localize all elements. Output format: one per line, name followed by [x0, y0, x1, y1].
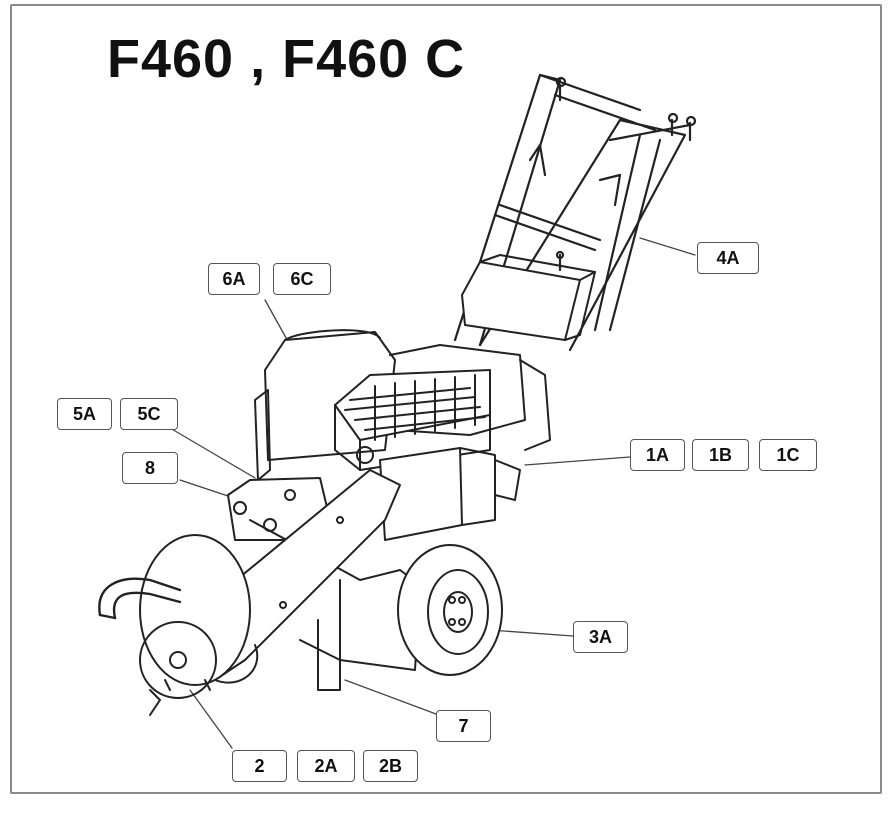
cutter-wheel: [139, 534, 251, 716]
page-title: F460 , F460 C: [107, 29, 466, 89]
part-label-4a: 4A: [697, 242, 759, 274]
rear-wheel: [397, 544, 503, 676]
part-label-6a: 6A: [208, 263, 260, 295]
part-label-5a: 5A: [57, 398, 112, 430]
handle-frame: [453, 73, 697, 352]
part-label-7: 7: [436, 710, 491, 742]
part-label-6c: 6C: [273, 263, 331, 295]
part-label-1a: 1A: [630, 439, 685, 471]
part-label-2a: 2A: [297, 750, 355, 782]
part-label-8: 8: [122, 452, 178, 484]
guard-bar: [98, 577, 182, 620]
drive-cover: [379, 447, 521, 541]
part-label-2: 2: [232, 750, 287, 782]
diagram-frame: [10, 4, 882, 794]
leader-lines: [169, 237, 696, 749]
part-label-1c: 1C: [759, 439, 817, 471]
part-label-1b: 1B: [692, 439, 749, 471]
part-label-2b: 2B: [363, 750, 418, 782]
muffler-grille: [334, 369, 491, 471]
part-label-5c: 5C: [120, 398, 178, 430]
control-box: [461, 254, 596, 341]
part-label-3a: 3A: [573, 621, 628, 653]
